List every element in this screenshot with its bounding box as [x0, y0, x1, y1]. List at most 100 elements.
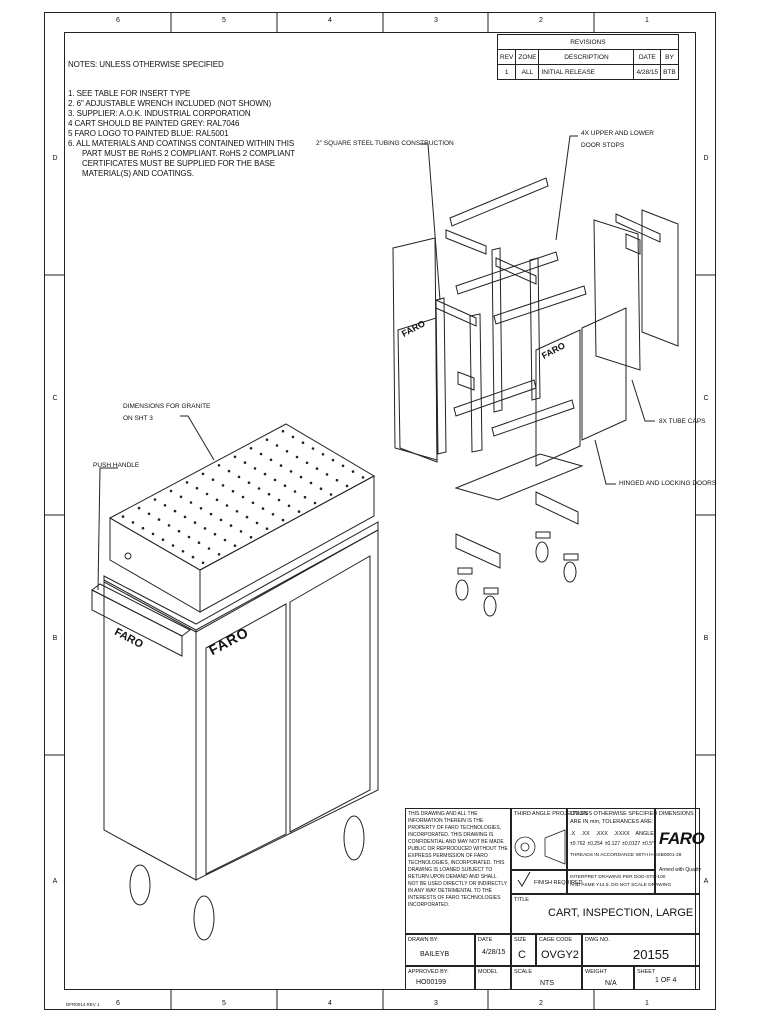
note-line: 2. 6" ADJUSTABLE WRENCH INCLUDED (NOT SH… — [68, 99, 272, 108]
frame-tube-6 — [491, 399, 575, 437]
granite-hole — [361, 476, 365, 479]
dwg-no-cell: DWG NO. 20155 — [582, 934, 700, 966]
cabinet-side — [195, 529, 379, 881]
exploded-channel-1 — [535, 491, 579, 525]
dwg-no-value: 20155 — [633, 947, 670, 962]
granite-hole — [259, 452, 263, 456]
finish-check-mark — [517, 871, 531, 887]
top-rail-2 — [445, 229, 487, 255]
granite-hole — [229, 524, 233, 527]
drawn-by-value: BAILEYB — [420, 951, 450, 958]
cabinet-door-right — [289, 555, 371, 833]
granite-hole — [319, 487, 323, 491]
tolerance-values: ±0.762±0.254±0.127±0.0127±0.5° — [570, 841, 654, 847]
granite-hole — [191, 555, 195, 559]
approved-by-label: APPROVED BY: — [408, 969, 449, 975]
granite-hole — [237, 475, 241, 479]
granite-hole — [181, 550, 185, 553]
approved-by-value: HO00199 — [416, 979, 446, 986]
granite-hole — [297, 510, 301, 513]
right-tube-2 — [625, 233, 641, 255]
granite-hole — [201, 472, 205, 476]
interpret-cell: INTERPRET DRAWING PER DOD-STD-100 AND AS… — [567, 870, 671, 894]
granite-hole — [153, 498, 157, 501]
granite-hole — [271, 513, 275, 516]
granite-hole — [151, 532, 155, 536]
granite-hole — [303, 495, 307, 499]
granite-hole — [163, 504, 167, 507]
granite-hole — [291, 435, 295, 439]
granite-hole — [309, 481, 313, 485]
granite-side-face — [199, 475, 375, 613]
zone-left-B: B — [52, 635, 58, 642]
threads-note: THREADS IN ACCORDANCE WITH H-ASB0001-28 — [570, 853, 682, 858]
logo-cell: FARO Armed with Quality — [655, 808, 705, 894]
zone-top-3: 3 — [434, 17, 438, 24]
tolerance-header: .X — [570, 831, 576, 837]
granite-hole — [329, 493, 333, 496]
granite-hole — [131, 521, 135, 524]
granite-hole — [223, 538, 227, 542]
zone-top-4: 4 — [328, 17, 332, 24]
granite-hole — [185, 481, 189, 484]
note-line: PART MUST BE RoHS 2 COMPLIANT. RoHS 2 CO… — [82, 149, 295, 158]
granite-hole — [137, 506, 141, 510]
granite-hole — [217, 553, 221, 556]
callout-tubing: 2" SQUARE STEEL TUBING CONSTRUCTION — [316, 140, 454, 147]
tolerance-value: ±0.127 — [604, 841, 621, 847]
tolerance-value: ±0.0127 — [622, 841, 641, 847]
callout-push-handle: PUSH HANDLE — [93, 462, 140, 469]
frame-upright-4 — [529, 257, 541, 401]
granite-hole — [313, 501, 317, 505]
zone-left-C: C — [52, 395, 58, 402]
model-label: MODEL — [478, 969, 498, 975]
granite-hole — [183, 515, 187, 519]
revisions-cell: 1 — [496, 64, 517, 80]
zone-left-A: A — [52, 878, 58, 885]
granite-hole — [249, 447, 253, 450]
weight-cell: WEIGHT N/A — [582, 966, 634, 990]
notes-heading: NOTES: UNLESS OTHERWISE SPECIFIED — [68, 60, 224, 69]
frame-upright-1 — [435, 297, 447, 455]
sheet-border — [44, 12, 716, 1010]
granite-hole — [205, 492, 209, 496]
revisions-cell: 4/28/15 — [633, 64, 662, 80]
granite-hole — [273, 478, 277, 482]
granite-hole — [233, 544, 237, 547]
granite-hole — [301, 441, 305, 445]
drawn-by-label: DRAWN BY: — [408, 937, 439, 943]
zone-left-D: D — [52, 155, 58, 162]
tolerance-header: .XX — [580, 831, 590, 837]
granite-hole — [295, 455, 299, 459]
interpret-note: INTERPRET DRAWING PER DOD-STD-100 — [570, 875, 666, 880]
granite-hole — [179, 495, 183, 499]
wheel-front-right — [193, 895, 215, 941]
granite-hole — [199, 507, 203, 510]
granite-hole — [257, 487, 261, 490]
granite-hole — [173, 509, 177, 513]
cage-code-label: CAGE CODE — [539, 937, 573, 943]
granite-hole — [147, 512, 151, 516]
granite-hole — [315, 467, 319, 470]
leader-push-handle — [97, 467, 118, 591]
granite-hole — [247, 481, 251, 485]
zone-top-2: 2 — [539, 17, 543, 24]
granite-hole — [215, 498, 219, 502]
finish-cell: FINISH REQUIRED — [511, 870, 583, 894]
model-cell: MODEL — [475, 966, 511, 990]
inner-border — [64, 32, 696, 990]
callout-door-stops-line2: DOOR STOPS — [581, 142, 625, 149]
cage-code-value: OVGY2 — [541, 949, 579, 961]
granite-hole — [227, 469, 231, 473]
granite-hole — [187, 535, 191, 539]
exploded-channel-2 — [455, 533, 501, 569]
tolerance-header: .XXXX — [613, 831, 630, 837]
granite-hole — [289, 470, 293, 473]
leader-tubing — [420, 143, 441, 301]
granite-hole — [207, 547, 211, 550]
granite-hole — [311, 447, 315, 450]
cage-code-cell: CAGE CODE OVGY2 — [536, 934, 582, 966]
no-scale-note: AND ASME Y14.5. DO NOT SCALE DRAWING — [570, 883, 672, 888]
